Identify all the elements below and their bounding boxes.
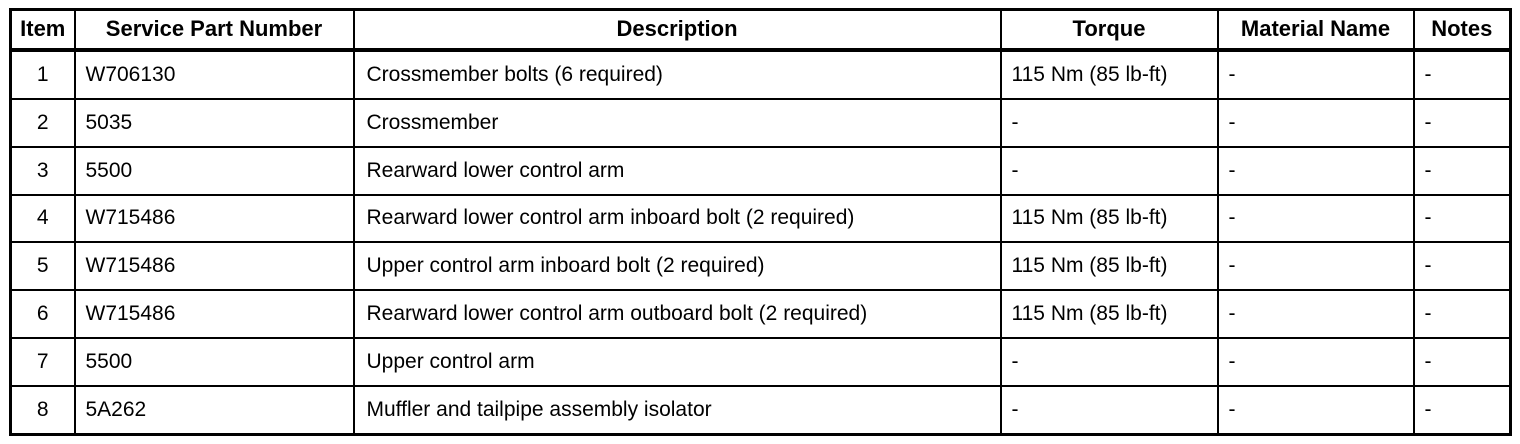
header-row: Item Service Part Number Description Tor… (9, 8, 1512, 52)
cell-service-part-number: W715486 (73, 193, 355, 244)
cell-description: Crossmember (352, 97, 1002, 148)
cell-material-name: - (1216, 336, 1415, 387)
cell-service-part-number: W715486 (73, 241, 355, 292)
table-row: 5 W715486 Upper control arm inboard bolt… (9, 241, 1512, 292)
cell-item: 5 (9, 241, 76, 292)
parts-table: Item Service Part Number Description Tor… (9, 8, 1512, 436)
header-cell-service-part-number: Service Part Number (73, 8, 355, 52)
table-row: 1 W706130 Crossmember bolts (6 required)… (9, 48, 1512, 100)
cell-material-name: - (1216, 289, 1415, 339)
cell-description: Muffler and tailpipe assembly isolator (352, 384, 1002, 436)
cell-notes: - (1412, 48, 1512, 100)
cell-item: 1 (9, 48, 76, 100)
header-cell-description: Description (352, 8, 1002, 52)
table-row: 6 W715486 Rearward lower control arm out… (9, 289, 1512, 339)
cell-torque: - (999, 384, 1219, 436)
cell-description: Upper control arm inboard bolt (2 requir… (352, 241, 1002, 292)
cell-material-name: - (1216, 48, 1415, 100)
cell-notes: - (1412, 289, 1512, 339)
cell-item: 2 (9, 97, 76, 148)
cell-notes: - (1412, 97, 1512, 148)
cell-item: 7 (9, 336, 76, 387)
cell-description: Upper control arm (352, 336, 1002, 387)
cell-service-part-number: W715486 (73, 289, 355, 339)
cell-service-part-number: 5035 (73, 97, 355, 148)
cell-notes: - (1412, 193, 1512, 244)
header-cell-torque: Torque (999, 8, 1219, 52)
header-cell-notes: Notes (1412, 8, 1512, 52)
cell-notes: - (1412, 145, 1512, 196)
header-cell-item: Item (9, 8, 76, 52)
table-row: 2 5035 Crossmember - - - (9, 97, 1512, 148)
cell-torque: - (999, 145, 1219, 196)
cell-material-name: - (1216, 193, 1415, 244)
cell-notes: - (1412, 384, 1512, 436)
cell-material-name: - (1216, 241, 1415, 292)
cell-item: 8 (9, 384, 76, 436)
cell-item: 6 (9, 289, 76, 339)
table-body: 1 W706130 Crossmember bolts (6 required)… (9, 48, 1512, 436)
cell-torque: - (999, 336, 1219, 387)
cell-torque: 115 Nm (85 lb-ft) (999, 241, 1219, 292)
cell-item: 3 (9, 145, 76, 196)
cell-description: Rearward lower control arm (352, 145, 1002, 196)
cell-notes: - (1412, 241, 1512, 292)
cell-torque: 115 Nm (85 lb-ft) (999, 193, 1219, 244)
cell-item: 4 (9, 193, 76, 244)
table-row: 8 5A262 Muffler and tailpipe assembly is… (9, 384, 1512, 436)
cell-description: Rearward lower control arm inboard bolt … (352, 193, 1002, 244)
cell-service-part-number: 5500 (73, 145, 355, 196)
cell-material-name: - (1216, 97, 1415, 148)
table-row: 7 5500 Upper control arm - - - (9, 336, 1512, 387)
cell-torque: 115 Nm (85 lb-ft) (999, 48, 1219, 100)
table-header: Item Service Part Number Description Tor… (9, 8, 1512, 52)
cell-torque: 115 Nm (85 lb-ft) (999, 289, 1219, 339)
cell-service-part-number: W706130 (73, 48, 355, 100)
table-row: 4 W715486 Rearward lower control arm inb… (9, 193, 1512, 244)
cell-description: Rearward lower control arm outboard bolt… (352, 289, 1002, 339)
cell-material-name: - (1216, 145, 1415, 196)
header-cell-material-name: Material Name (1216, 8, 1415, 52)
cell-notes: - (1412, 336, 1512, 387)
cell-material-name: - (1216, 384, 1415, 436)
cell-description: Crossmember bolts (6 required) (352, 48, 1002, 100)
table-row: 3 5500 Rearward lower control arm - - - (9, 145, 1512, 196)
cell-service-part-number: 5500 (73, 336, 355, 387)
cell-torque: - (999, 97, 1219, 148)
cell-service-part-number: 5A262 (73, 384, 355, 436)
